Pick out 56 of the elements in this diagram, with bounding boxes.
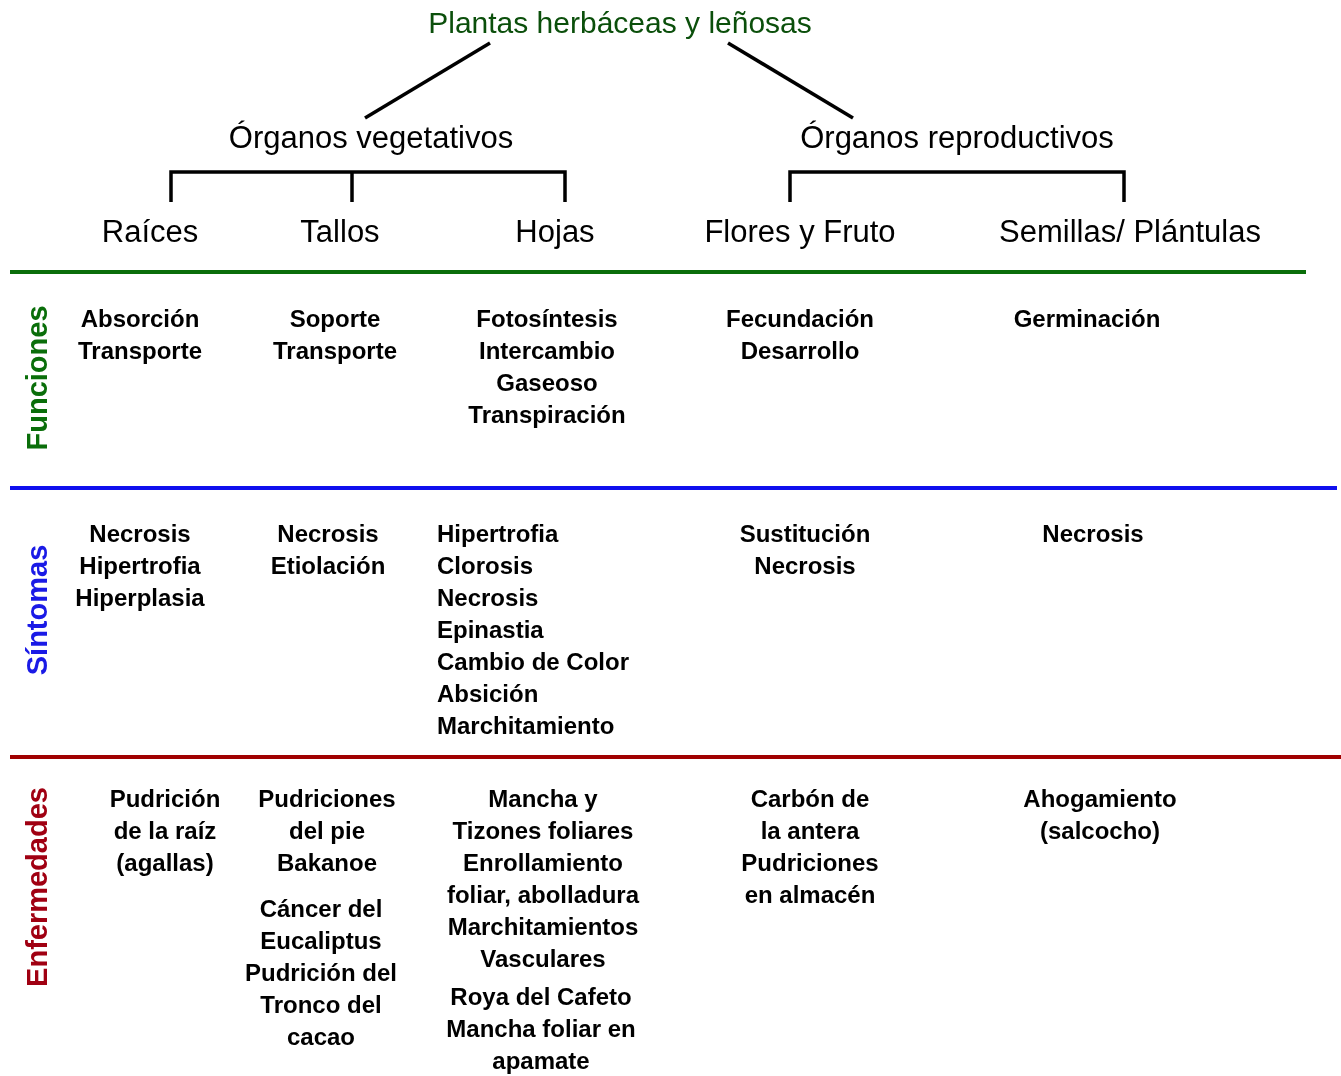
cell-text: Ahogamiento (salcocho) bbox=[1022, 784, 1178, 846]
cell-text: Roya del Cafeto bbox=[450, 982, 632, 1012]
cell-text: Soporte bbox=[289, 304, 381, 334]
cell-text: Sustitución bbox=[739, 519, 871, 549]
cell-text: Epinastia bbox=[437, 615, 544, 645]
row-header: Síntomas bbox=[20, 544, 54, 676]
connector-line bbox=[957, 170, 1126, 202]
cell-text: Clorosis bbox=[437, 551, 534, 581]
category-label: Órganos vegetativos bbox=[228, 118, 514, 172]
cell-text: Transpiración bbox=[468, 400, 626, 430]
cell-text: Necrosis bbox=[277, 519, 379, 549]
cell-text: Pudriciones en almacén bbox=[740, 848, 880, 910]
connector-line bbox=[727, 41, 854, 120]
cell-text: Pudrición de la raíz (agallas) bbox=[108, 784, 222, 878]
cell-text: Marchitamientos Vasculares bbox=[446, 912, 640, 974]
cell-text: Pudrición del Tronco del cacao bbox=[244, 958, 398, 1052]
cell-text: Desarrollo bbox=[740, 336, 860, 366]
cell-text: Marchitamiento bbox=[437, 711, 615, 741]
cell-text: Enrollamiento foliar, abolladura bbox=[445, 848, 641, 910]
tree-root-label: Plantas herbáceas y leñosas bbox=[428, 3, 812, 43]
row-header: Enfermedades bbox=[20, 787, 54, 987]
cell-text: Mancha foliar en apamate bbox=[445, 1014, 637, 1076]
cell-text: Pudriciones del pie bbox=[257, 784, 397, 846]
cell-text: Necrosis bbox=[1042, 519, 1144, 549]
cell-text: Absición bbox=[437, 679, 539, 709]
category-label: Órganos reproductivos bbox=[800, 118, 1114, 172]
connector-line bbox=[788, 170, 957, 202]
connector-line bbox=[352, 170, 567, 202]
row-header: Funciones bbox=[20, 305, 54, 451]
cell-text: Cáncer del Eucaliptus bbox=[258, 894, 384, 956]
cell-text: Intercambio Gaseoso bbox=[478, 336, 616, 398]
cell-text: Mancha y Tizones foliares bbox=[451, 784, 635, 846]
cell-text: Hiperplasia bbox=[75, 583, 205, 613]
cell-text: Necrosis bbox=[754, 551, 856, 581]
cell-text: Fotosíntesis bbox=[476, 304, 618, 334]
connector-line bbox=[350, 170, 354, 202]
category-label: Semillas/ Plántulas bbox=[999, 202, 1261, 252]
cell-text: Necrosis bbox=[89, 519, 191, 549]
cell-text: Fecundación bbox=[726, 304, 874, 334]
cell-text: Germinación bbox=[1013, 304, 1161, 334]
connector-line bbox=[364, 41, 491, 120]
connector-line bbox=[169, 170, 352, 202]
cell-text: Etiolación bbox=[270, 551, 386, 581]
cell-text: Carbón de la antera bbox=[749, 784, 871, 846]
cell-text: Transporte bbox=[78, 336, 202, 366]
category-label: Tallos bbox=[300, 202, 380, 252]
cell-text: Bakanoe bbox=[276, 848, 377, 878]
category-label: Hojas bbox=[515, 202, 595, 252]
cell-text: Transporte bbox=[273, 336, 397, 366]
category-label: Raíces bbox=[101, 202, 199, 252]
cell-text: Hipertrofia bbox=[437, 519, 559, 549]
cell-text: Necrosis bbox=[437, 583, 539, 613]
cell-text: Absorción bbox=[80, 304, 200, 334]
cell-text: Hipertrofia bbox=[79, 551, 201, 581]
cell-text: Cambio de Color bbox=[437, 647, 629, 677]
category-label: Flores y Fruto bbox=[704, 202, 896, 252]
